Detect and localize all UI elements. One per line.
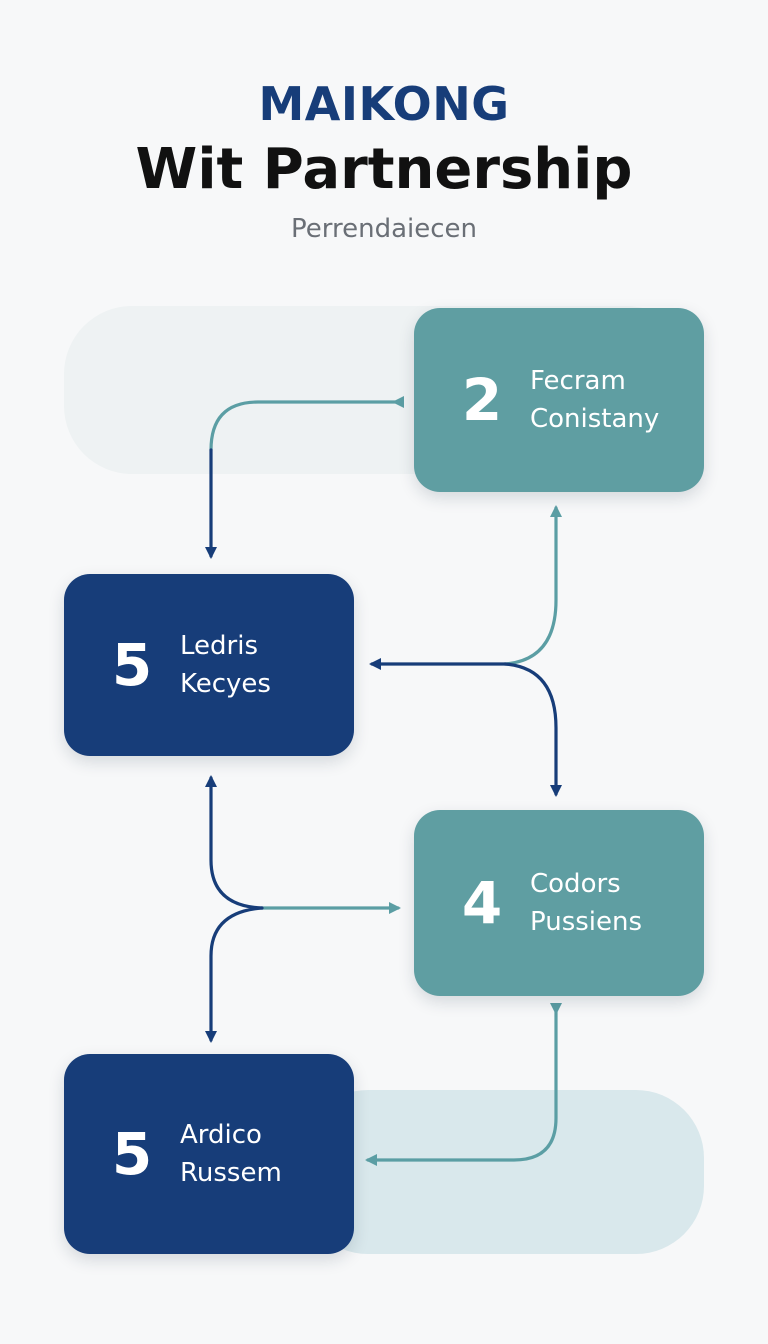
node-number: 5: [111, 631, 153, 699]
connector-4-to-5b: [365, 1003, 562, 1166]
connector-junction-to-4: [503, 662, 562, 797]
node-card-5-ardico[interactable]: 5 Ardico Russem: [64, 1054, 354, 1254]
node-number: 5: [111, 1120, 153, 1188]
node-card-5-ledris[interactable]: 5 Ledris Kecyes: [64, 574, 354, 756]
node-number: 4: [461, 869, 503, 937]
connector-junction-to-5b: [205, 906, 264, 1043]
node-label: Ardico Russem: [180, 1120, 282, 1188]
page-subtitle: Perrendaiecen: [291, 214, 477, 244]
brand-name: MAIKONG: [258, 77, 510, 131]
page-title: Wit Partnership: [135, 137, 633, 202]
node-card-4[interactable]: 4 Codors Pussiens: [414, 810, 704, 996]
connector-junction-to-5a-up: [205, 775, 264, 910]
connector-2-to-5a-teal: [209, 396, 404, 452]
node-label: Codors Pussiens: [530, 869, 643, 937]
node-label: Ledris Kecyes: [180, 631, 271, 699]
node-card-2[interactable]: 2 Fecram Conistany: [414, 308, 704, 492]
connector-junction-to-2: [503, 505, 562, 666]
node-number: 2: [461, 366, 503, 434]
node-label: Fecram Conistany: [530, 366, 660, 434]
